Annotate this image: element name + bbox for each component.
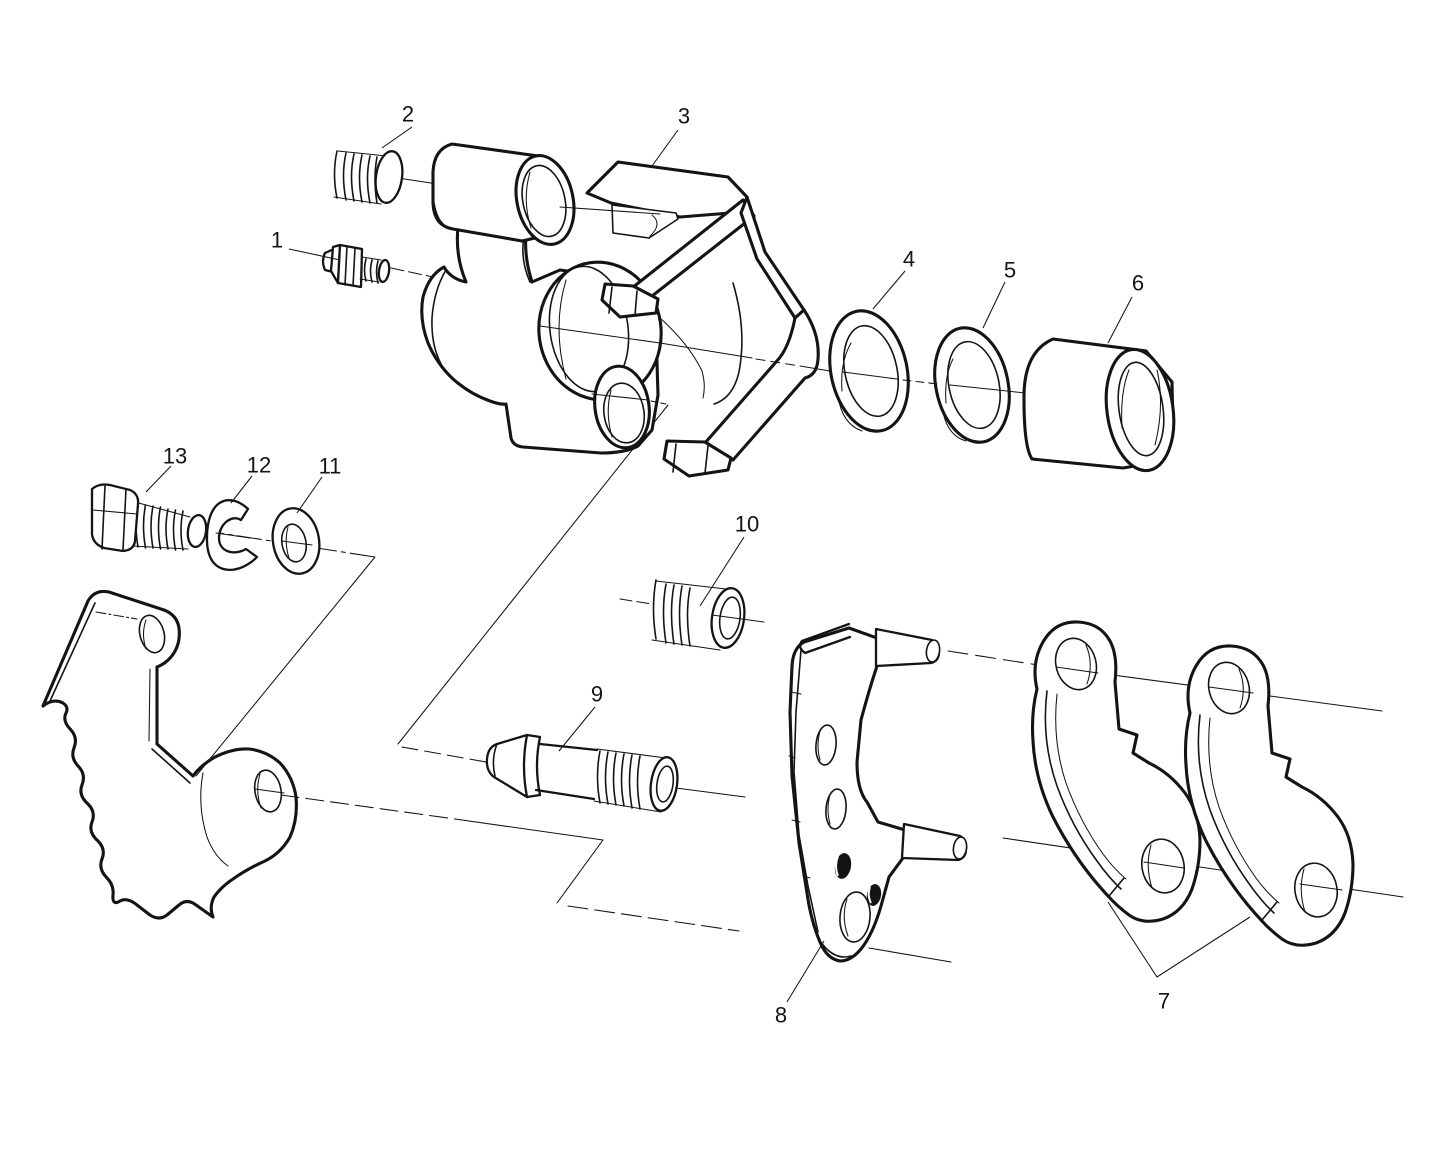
part-6-piston [1022,337,1176,473]
callout-leader-7 [1107,901,1251,978]
caliper-top-plate [585,160,749,219]
bolt-head [90,483,140,553]
bracket-centermark [95,611,138,620]
callout-leader-12 [230,475,253,504]
callout-leader-6 [1107,296,1133,344]
plate-rear-pin [798,622,852,655]
callout-number-12: 12 [247,453,271,478]
part-4-piston-seal [828,309,910,433]
part-5-dust-seal [933,326,1011,444]
bleeder-hex [336,243,364,289]
part-13-hex-bolt [90,483,208,553]
callout-number-7: 7 [1158,989,1170,1014]
callout-number-11: 11 [319,454,342,479]
callout-number-10: 10 [735,512,759,537]
callout-leader-9 [558,706,596,752]
caliper-lower-finger [703,308,820,462]
callout-number-8: 8 [775,1003,787,1028]
part-9-caliper-pin-bolt [485,733,679,813]
part-11-flat-washer [271,507,321,575]
bracket-upper-hole [138,614,166,654]
centerline-ticks [215,206,1343,963]
part-10-threaded-bushing [651,579,746,651]
callout-leader-5 [982,281,1006,329]
callout-leader-11 [296,476,323,514]
part-3-caliper-body [420,142,820,478]
callout-leader-8 [786,940,825,1003]
callout-number-2: 2 [402,102,414,127]
callout-number-3: 3 [678,104,690,129]
callout-leader-2 [381,126,413,149]
part-7-brake-pad-inner [1183,644,1355,947]
callout-number-9: 9 [591,682,603,707]
callout-leader-4 [872,270,906,310]
callout-leader-10 [699,536,745,607]
part-1-bleeder-screw [321,243,391,289]
callout-leader-13 [145,465,172,493]
callout-number-6: 6 [1132,271,1144,296]
piston-bore [1117,361,1165,457]
bracket-notch-line [151,748,191,784]
part-2-threaded-plug [333,150,404,205]
callout-number-13: 13 [163,444,187,469]
part-8-caliper-mount-plate [788,622,968,963]
caliper-outer-bridge [739,195,806,320]
part-7-brake-pad-outer [1030,620,1202,923]
part-12-lock-washer [205,499,259,571]
callout-leader-3 [651,129,679,167]
caliper-banjo-hole [521,164,567,238]
callout-leader-1 [288,248,341,261]
mounting-bracket [41,589,298,920]
callout-number-5: 5 [1004,258,1016,283]
pin-bolt-nose [485,733,529,799]
callout-number-4: 4 [903,247,915,272]
callout-number-1: 1 [271,228,283,253]
bracket-edge-line [49,602,96,702]
